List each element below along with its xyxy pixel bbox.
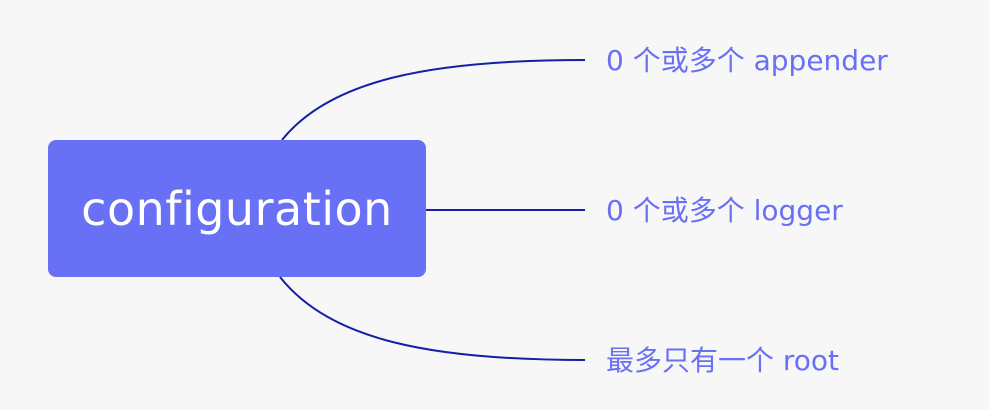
child-node-appender: 0 个或多个 appender [606,44,888,77]
connector-root [279,276,586,361]
connector-appender [281,59,586,141]
child-node-logger: 0 个或多个 logger [606,194,843,227]
child-node-root: 最多只有一个 root [606,344,840,377]
root-node-configuration: configuration [48,140,426,277]
